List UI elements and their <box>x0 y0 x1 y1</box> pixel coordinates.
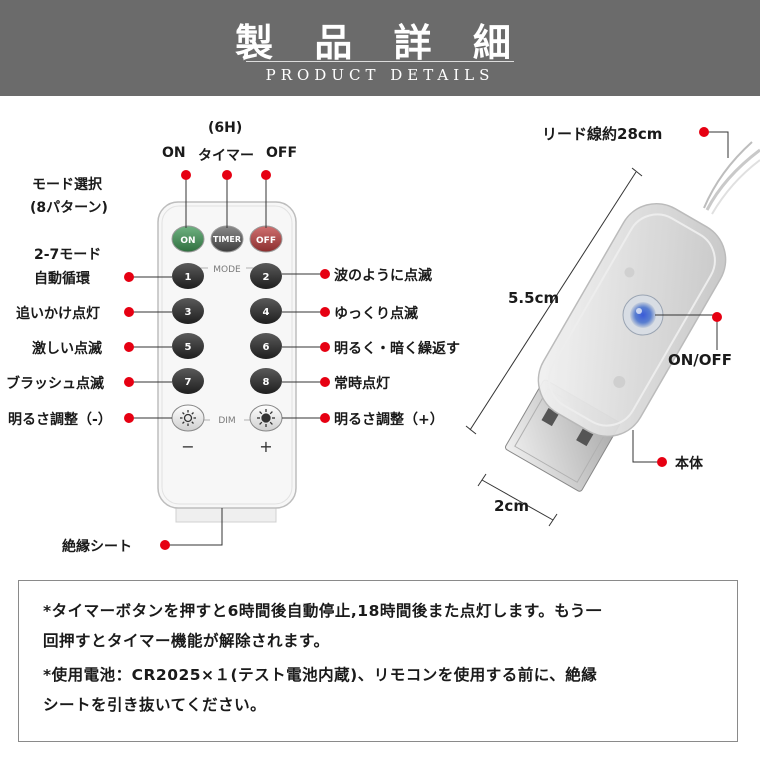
note-line-4: シートを引き抜いてください。 <box>43 696 267 714</box>
mode-button-8-label: 8 <box>263 377 270 388</box>
dim-plus-button[interactable] <box>249 404 283 432</box>
slow-blink-label: ゆっくり点滅 <box>334 306 418 322</box>
remote-markers <box>124 170 330 550</box>
mode-button-1-label: 1 <box>185 272 192 283</box>
mode-button-3[interactable]: 3 <box>172 298 204 324</box>
notes-panel: *タイマーボタンを押すと6時間後自動停止,18時間後また点灯します。もう一 回押… <box>18 580 738 742</box>
mode-button-5[interactable]: 5 <box>172 333 204 359</box>
brush-blink-label: ブラッシュ点滅 <box>6 376 104 392</box>
page-header: 製 品 詳 細 PRODUCT DETAILS <box>0 0 760 96</box>
dim-caption: DIM <box>218 416 235 426</box>
lead-wire-label: リード線約28cm <box>542 125 663 143</box>
timer-button[interactable]: TIMER <box>210 225 244 253</box>
on-label: ON <box>162 145 186 161</box>
on-button-label: ON <box>180 236 195 246</box>
width-dimension-label: 2cm <box>494 497 529 515</box>
mode-caption: MODE <box>213 265 241 275</box>
switch-label: ON/OFF <box>668 351 733 369</box>
product-diagram: MODE DIM ON TIMER OFF 1 2 3 <box>124 127 760 550</box>
sun-icon <box>180 410 196 426</box>
dim-plus-symbol: + <box>259 437 272 456</box>
intense-blink-label: 激しい点滅 <box>32 341 102 357</box>
dim-minus-button[interactable] <box>171 404 205 432</box>
usb-markers <box>657 127 722 467</box>
mode-select-label: モード選択 <box>32 177 102 193</box>
on-button[interactable]: ON <box>171 225 205 253</box>
steady-on-label: 常時点灯 <box>334 376 390 392</box>
mode-button-4-label: 4 <box>263 307 270 318</box>
fade-repeat-label: 明るく・暗く繰返す <box>334 341 460 357</box>
mode-button-3-label: 3 <box>185 307 192 318</box>
timer-button-label: TIMER <box>213 235 241 244</box>
auto-cycle-mode-label: 2-7モード <box>34 247 102 263</box>
off-button-label: OFF <box>256 236 276 246</box>
mode-button-2-label: 2 <box>263 272 270 283</box>
mode-button-1[interactable]: 1 <box>172 263 204 289</box>
mode-button-6-label: 6 <box>263 342 270 353</box>
mode-button-7[interactable]: 7 <box>172 368 204 394</box>
off-label: OFF <box>266 145 298 161</box>
dim-minus-label: 明るさ調整（-） <box>8 412 112 428</box>
note-line-3: *使用電池：CR2025×１(テスト電池内蔵)、リモコンを使用する前に、絶縁 <box>43 666 598 684</box>
sun-bright-icon <box>257 409 275 427</box>
off-button[interactable]: OFF <box>249 225 283 253</box>
length-dimension-label: 5.5cm <box>508 289 560 307</box>
mode-button-6[interactable]: 6 <box>250 333 282 359</box>
wave-blink-label: 波のように点滅 <box>334 268 432 284</box>
remote-callouts <box>133 176 322 546</box>
usb-callouts <box>465 131 729 527</box>
chase-blink-label: 追いかけ点灯 <box>16 306 100 322</box>
remote-control: MODE DIM ON TIMER OFF 1 2 3 <box>157 201 297 523</box>
dim-plus-label: 明るさ調整（+） <box>334 412 444 428</box>
timer-hours-label: (6H) <box>208 120 243 136</box>
note-line-1: *タイマーボタンを押すと6時間後自動停止,18時間後また点灯します。もう一 <box>43 602 602 620</box>
mode-patterns-label: (8パターン) <box>30 200 108 216</box>
body-label: 本体 <box>675 456 703 472</box>
page-subtitle: PRODUCT DETAILS <box>265 66 495 84</box>
mode-button-4[interactable]: 4 <box>250 298 282 324</box>
dim-minus-symbol: − <box>181 437 194 456</box>
timer-label: タイマー <box>198 148 254 164</box>
mode-button-7-label: 7 <box>185 377 192 388</box>
note-line-2: 回押すとタイマー機能が解除されます。 <box>43 632 330 650</box>
mode-button-5-label: 5 <box>185 342 192 353</box>
insulation-sheet-label: 絶縁シート <box>62 539 132 555</box>
page-title: 製 品 詳 細 <box>235 20 525 65</box>
mode-button-2[interactable]: 2 <box>250 263 282 289</box>
mode-button-8[interactable]: 8 <box>250 368 282 394</box>
header-divider <box>246 61 514 62</box>
auto-cycle-label: 自動循環 <box>34 271 90 287</box>
